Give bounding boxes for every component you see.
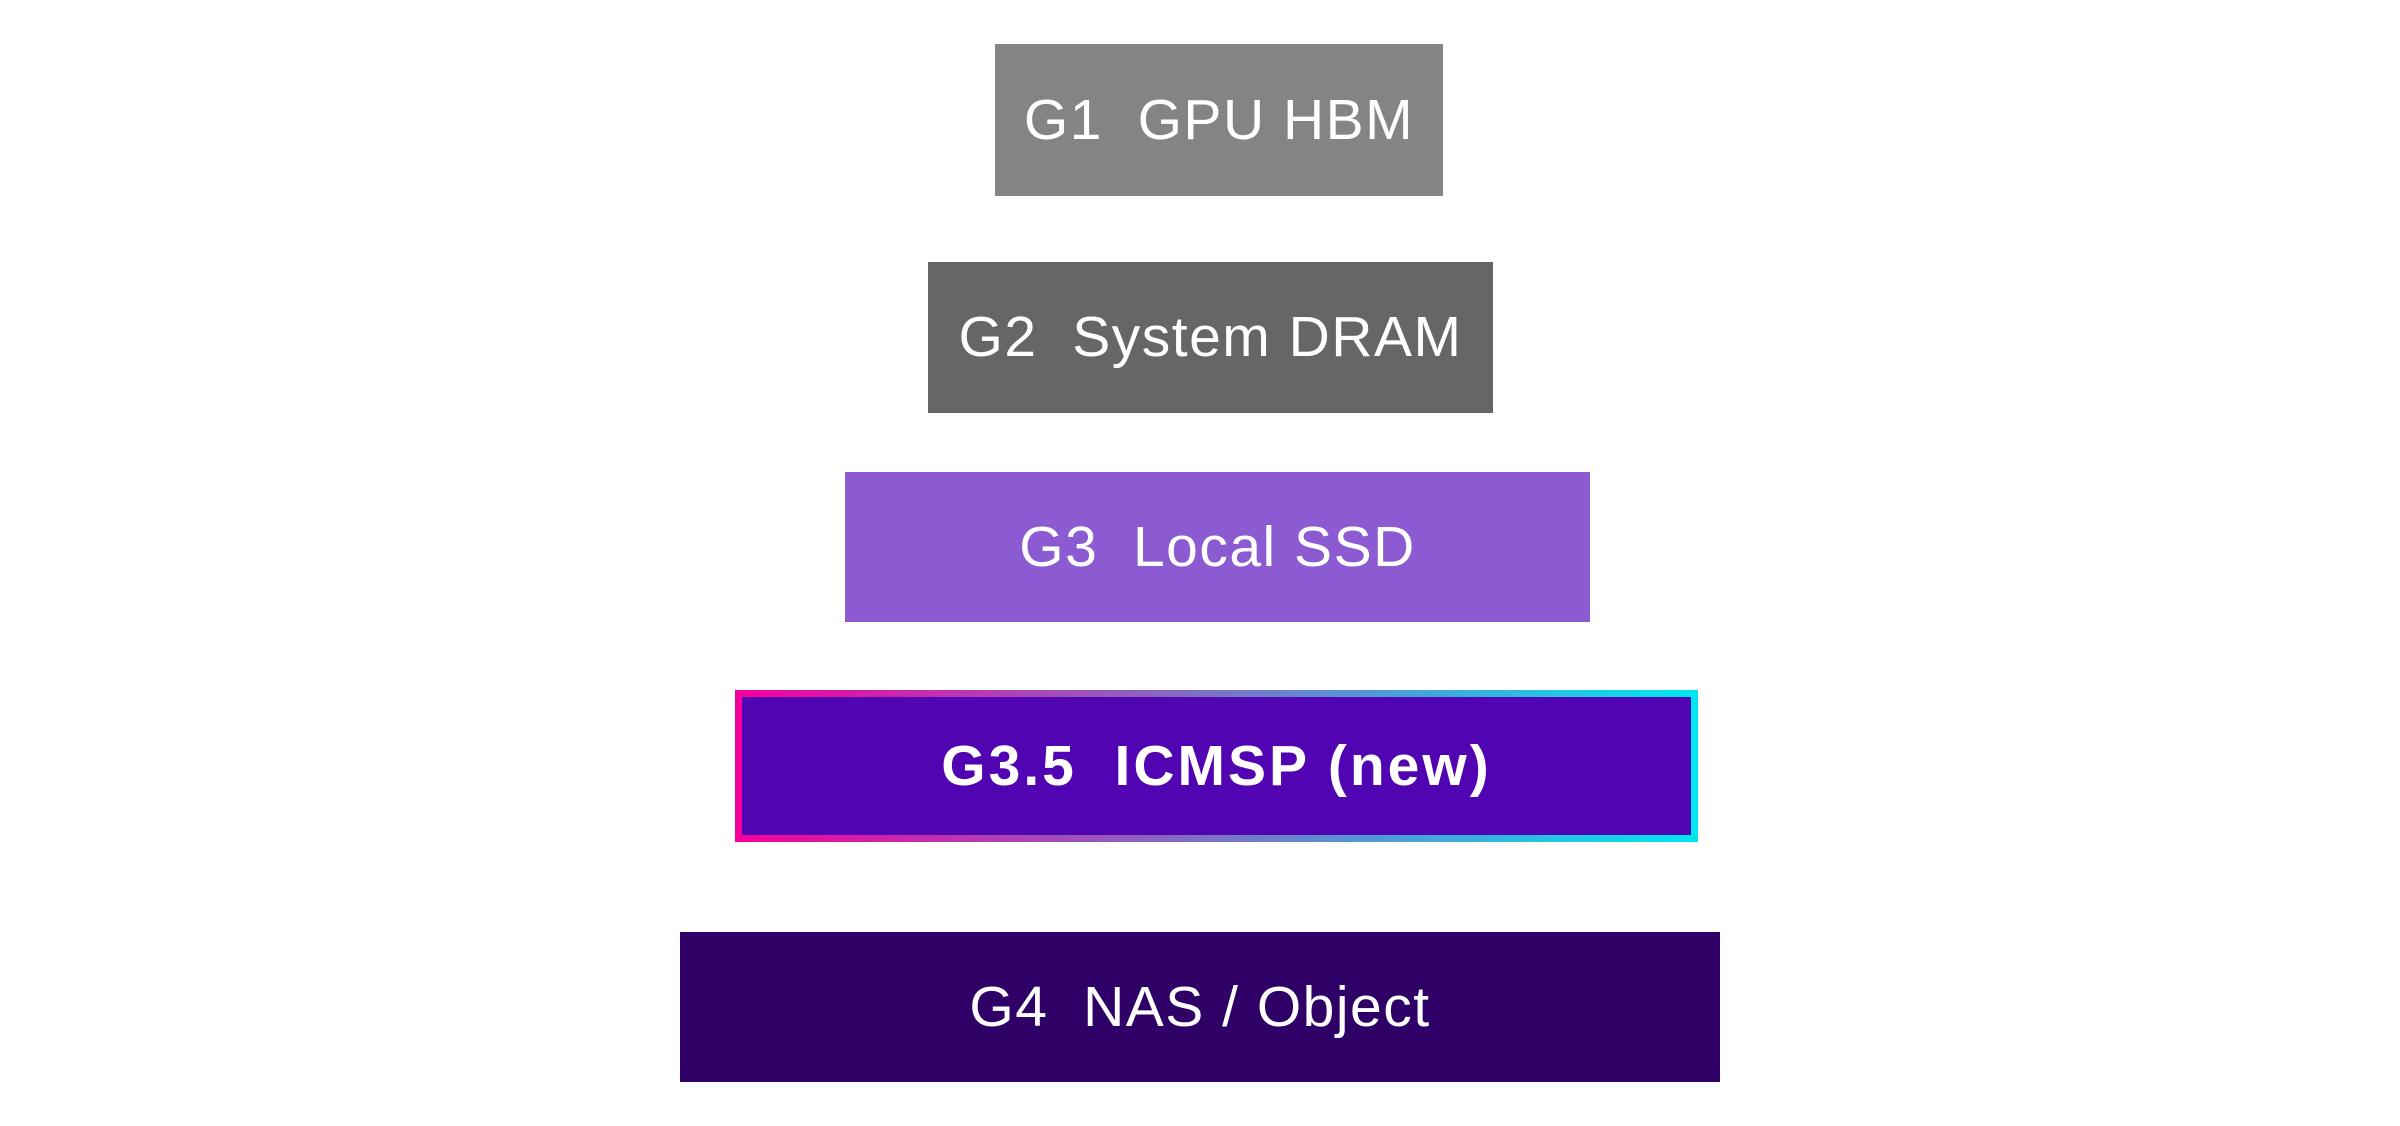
tier-g3-local-ssd: G3 Local SSD: [845, 472, 1590, 622]
tier-g4-label: G4 NAS / Object: [969, 974, 1431, 1039]
tier-g3-5-label: G3.5 ICMSP (new): [941, 733, 1492, 798]
tier-g2-label: G2 System DRAM: [958, 305, 1463, 369]
tier-g3-5-icmsp-highlighted: G3.5 ICMSP (new): [735, 690, 1698, 842]
tier-g1-label: G1 GPU HBM: [1023, 87, 1415, 152]
tier-g1-gpu-hbm: G1 GPU HBM: [995, 44, 1443, 196]
tier-g2-system-dram: G2 System DRAM: [928, 262, 1493, 413]
tier-g3-label: G3 Local SSD: [1019, 514, 1416, 579]
tier-g4-nas-object: G4 NAS / Object: [680, 932, 1720, 1082]
